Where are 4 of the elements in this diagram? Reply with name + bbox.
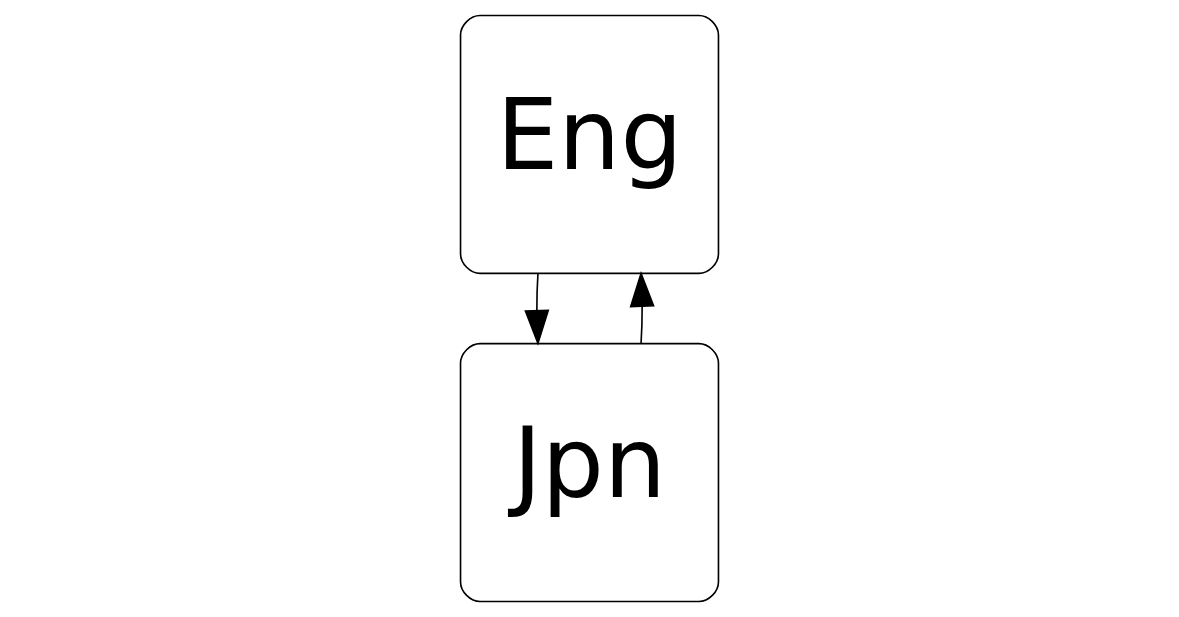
node-box: Jpn — [459, 342, 720, 603]
node-box: Eng — [459, 14, 720, 275]
arrow — [629, 271, 655, 345]
arrow — [524, 272, 550, 346]
